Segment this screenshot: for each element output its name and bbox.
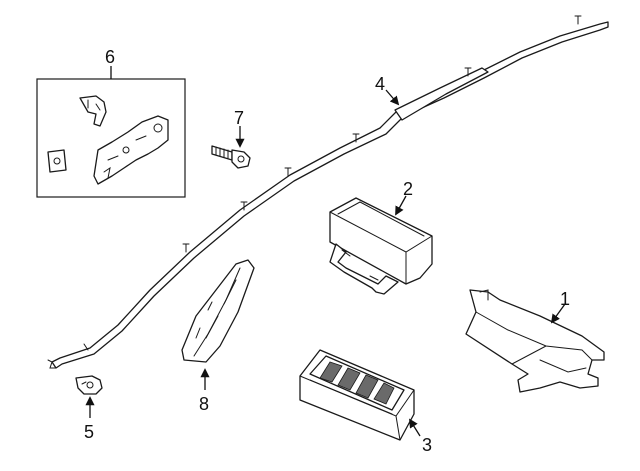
curtain-airbag-part-4 [47,15,609,369]
bolt-part-5 [75,375,103,395]
callout-label-2: 2 [403,179,413,199]
leader-2 [395,195,407,216]
leader-1 [550,303,566,324]
bracket-kit-part-6 [36,78,186,198]
callout-label-4: 4 [375,74,385,94]
bolt-part-7 [211,145,251,169]
callout-label-7: 7 [234,108,244,128]
leader-4 [385,89,400,106]
leader-3 [409,418,421,437]
knee-airbag-part-1 [465,289,605,393]
passenger-airbag-part-2 [329,197,433,295]
airbag-module-part-3 [299,349,415,441]
callout-label-8: 8 [199,394,209,414]
callout-label-5: 5 [84,422,94,442]
side-airbag-trim-part-8 [181,259,255,363]
callout-label-6: 6 [105,47,115,67]
callout-label-1: 1 [560,289,570,309]
callout-label-3: 3 [422,435,432,455]
